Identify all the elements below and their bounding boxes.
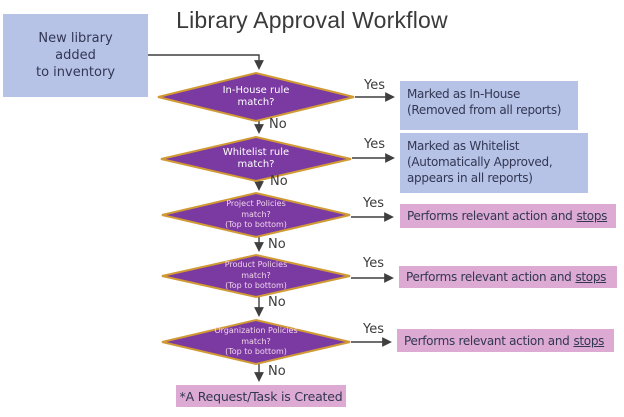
- diamond-label-whitelist: Whitelist rule match?: [171, 147, 341, 171]
- yes-label-4: Yes: [363, 256, 384, 271]
- outcome-text: Performs relevant action and: [404, 333, 570, 348]
- outcome-box-in-house: Marked as In-House (Removed from all rep…: [400, 81, 578, 130]
- diamond-line: (Top to bottom): [225, 281, 287, 290]
- start-box-line1: New library: [38, 31, 113, 46]
- diamond-line: Organization Policies: [214, 326, 298, 335]
- diamond-line: Product Policies: [224, 260, 288, 269]
- outcome-stops-text: stops: [573, 333, 605, 348]
- outcome-line: appears in all reports): [407, 171, 533, 185]
- diamond-line: (Top to bottom): [225, 347, 287, 356]
- decision-diamond-whitelist: [160, 135, 352, 183]
- diamond-line: match?: [241, 336, 271, 346]
- outcome-line: Marked as In-House: [407, 87, 521, 101]
- outcome-text: Performs relevant action and: [407, 209, 573, 223]
- yes-label-1: Yes: [364, 78, 385, 93]
- diamond-label-organization: Organization Policies match? (Top to bot…: [171, 326, 341, 358]
- no-label-1: No: [269, 117, 287, 132]
- outcome-box-organization-action: Performs relevant action and stops: [397, 329, 614, 352]
- decision-diamond-product: [161, 253, 351, 299]
- no-label-4: No: [268, 295, 286, 310]
- outcome-line: (Automatically Approved,: [407, 155, 553, 169]
- decision-diamond-in-house: [157, 71, 355, 123]
- outcome-stops-text: stops: [575, 270, 607, 284]
- no-label-2: No: [270, 174, 288, 189]
- end-box-request-task-created: *A Request/Task is Created: [176, 385, 346, 407]
- outcome-text: Performs relevant action and: [406, 270, 572, 284]
- diamond-label-product: Product Policies match? (Top to bottom): [171, 260, 341, 292]
- outcome-box-project-action: Performs relevant action and stops: [400, 204, 616, 228]
- diamond-line: match?: [237, 159, 275, 170]
- diamond-line: Project Policies: [226, 199, 286, 208]
- diamond-line: (Top to bottom): [225, 220, 287, 229]
- yes-label-3: Yes: [363, 196, 384, 211]
- start-to-diamond1-arrow: [148, 54, 264, 70]
- diamond-line: Whitelist rule: [222, 147, 290, 158]
- start-box-line3: to inventory: [35, 65, 116, 80]
- page-title: Library Approval Workflow: [176, 7, 448, 33]
- diamond-line: match?: [241, 209, 271, 219]
- no-label-3: No: [268, 237, 286, 252]
- outcome-box-product-action: Performs relevant action and stops: [399, 266, 617, 288]
- start-box-line2: added: [55, 48, 96, 63]
- no-label-5: No: [268, 364, 286, 379]
- decision-diamond-project: [161, 191, 351, 239]
- diamond-label-project: Project Policies match? (Top to bottom): [171, 199, 341, 231]
- yes-label-5: Yes: [363, 322, 384, 337]
- diamond-line: match?: [241, 270, 271, 280]
- diamond-label-in-house: In-House rule match?: [171, 85, 341, 109]
- yes-label-2: Yes: [364, 137, 385, 152]
- start-box-new-library: New library added to inventory: [3, 14, 148, 97]
- outcome-box-whitelist: Marked as Whitelist (Automatically Appro…: [400, 133, 588, 193]
- outcome-line: Marked as Whitelist: [407, 139, 520, 153]
- decision-diamond-organization: [161, 318, 351, 366]
- outcome-stops-text: stops: [576, 209, 608, 223]
- outcome-line: (Removed from all reports): [407, 103, 562, 117]
- diamond-line: match?: [237, 97, 275, 108]
- diamond-line: In-House rule: [222, 85, 290, 96]
